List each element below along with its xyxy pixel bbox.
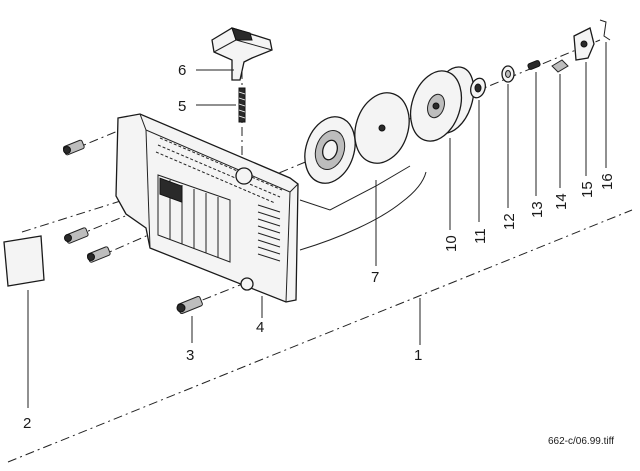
- part-number-11: 11: [472, 228, 489, 244]
- part-number-3: 3: [186, 347, 194, 364]
- part-number-15: 15: [579, 181, 596, 198]
- housing-side-vents: [257, 204, 281, 262]
- pawl-part: [551, 59, 569, 73]
- front-bolt-alignment-line: [184, 282, 246, 308]
- drum-bushing-part: [470, 77, 486, 99]
- bolt-front: [176, 295, 203, 315]
- part-number-6: 6: [178, 62, 186, 79]
- rope-drum-part: [409, 66, 475, 142]
- housing-grille: [157, 174, 231, 263]
- ratchet-plate-part: [573, 27, 595, 61]
- part-7-bracket: [299, 165, 411, 211]
- housing-top-vents: [155, 137, 283, 204]
- bolt-upper: [62, 139, 85, 156]
- starter-housing-part: [115, 113, 299, 303]
- label-plate-part: [3, 235, 45, 287]
- assembly-axis-line: [7, 209, 633, 463]
- part-number-10: 10: [443, 235, 460, 252]
- spring-washer-disc: [354, 92, 410, 164]
- part-number-1: 1: [414, 347, 422, 364]
- label-plate-alignment-line: [21, 197, 131, 233]
- small-screw-part: [527, 60, 541, 70]
- spring-pin-part: [238, 87, 246, 123]
- washer-part: [501, 65, 515, 83]
- part-number-13: 13: [529, 201, 546, 218]
- part-number-14: 14: [553, 193, 570, 210]
- rope-pulley-part: [304, 116, 356, 184]
- starter-rope: [299, 171, 427, 251]
- housing-handle-socket: [235, 167, 253, 185]
- part-number-2: 2: [23, 415, 31, 432]
- part-number-5: 5: [178, 98, 186, 115]
- part-number-12: 12: [501, 213, 518, 230]
- part-number-4: 4: [256, 319, 264, 336]
- housing-mount-boss: [240, 277, 254, 291]
- file-name-label: 662-c/06.99.tiff: [548, 436, 614, 447]
- part-number-7: 7: [371, 269, 379, 286]
- middle-bolt-alignment-line: [97, 229, 161, 258]
- part-number-16: 16: [599, 173, 616, 190]
- bolt-middle: [64, 227, 89, 244]
- starter-grip-part: [211, 27, 273, 81]
- clip-spring-part: [599, 19, 611, 41]
- bolt-lower: [87, 246, 111, 263]
